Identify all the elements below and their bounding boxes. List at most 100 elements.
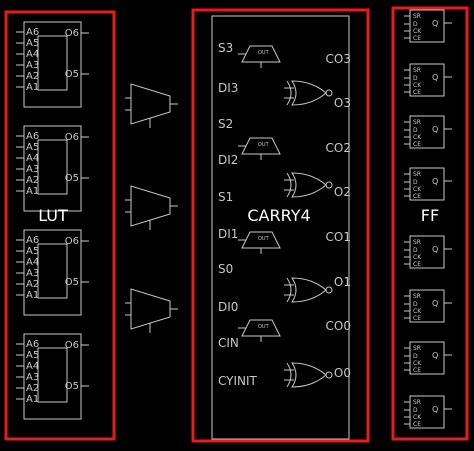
ff-outline (409, 341, 445, 375)
ff-pin-d: D (413, 21, 418, 28)
lut-out5-label: O5 (65, 277, 79, 288)
ff-pin-ck: CK (413, 308, 422, 315)
ff-q-label: Q (432, 177, 438, 186)
lut-input-label: A5 (26, 350, 39, 361)
lut-inner-box (37, 347, 68, 403)
lut-input-label: A3 (26, 60, 39, 71)
group-highlights (4, 6, 469, 443)
lut-input-label: A5 (26, 142, 39, 153)
ff-outline (409, 115, 445, 149)
ff-pin-ce: CE (413, 367, 421, 374)
carry-mux-out-label: OUT (258, 142, 270, 148)
lut-input-label: A3 (26, 372, 39, 383)
ff-pin-ck: CK (413, 28, 422, 35)
carry-xor-2 (284, 172, 333, 198)
lut-out6-label: O6 (65, 132, 79, 143)
mux-3 (125, 288, 178, 333)
carry-pin-s2: S2 (218, 117, 233, 131)
ff-pin-d: D (413, 407, 418, 414)
lut-input-label: A1 (26, 290, 39, 301)
carry-pin-o1: O1 (334, 275, 351, 289)
ff-q-label: Q (432, 351, 438, 360)
lut-column: A6A5A4A3A2A1O6O5A6A5A4A3A2A1O6O5A6A5A4A3… (16, 21, 89, 420)
ff-pin-ce: CE (413, 261, 421, 268)
ff-q-label: Q (432, 245, 438, 254)
ff-pin-d: D (413, 353, 418, 360)
lut-out5-label: O5 (65, 381, 79, 392)
carry-pin-s0: S0 (218, 262, 233, 276)
ff-pin-sr: SR (413, 171, 421, 178)
lut-input-label: A2 (26, 71, 39, 82)
mux-2 (125, 185, 178, 230)
carry-mux-3: OUT (238, 231, 281, 254)
lut-input-label: A6 (26, 339, 39, 350)
ff-outline (409, 167, 445, 201)
ff-pin-ce: CE (413, 315, 421, 322)
lut-inner-box (37, 35, 68, 91)
ff-pin-ce: CE (413, 89, 421, 96)
carry-pin-s1: S1 (218, 190, 233, 204)
carry-mux-4: OUT (238, 319, 281, 342)
carry-pin-cin: CIN (218, 336, 239, 350)
carry4-xor-gates (284, 80, 333, 388)
lut-highlight-box (4, 10, 116, 441)
ff-pin-ck: CK (413, 186, 422, 193)
ff-pin-ck: CK (413, 82, 422, 89)
lut-out6-label: O6 (65, 236, 79, 247)
ff-group-label: FF (421, 206, 439, 225)
ff-pin-sr: SR (413, 345, 421, 352)
ff-q-label: Q (432, 405, 438, 414)
ff-pin-sr: SR (413, 239, 421, 246)
ff-pin-d: D (413, 301, 418, 308)
ff-pin-ck: CK (413, 254, 422, 261)
lut-input-label: A2 (26, 175, 39, 186)
lut-input-label: A2 (26, 279, 39, 290)
ff-pin-sr: SR (413, 13, 421, 20)
carry-pin-co3: CO3 (326, 52, 351, 66)
ff-pin-sr: SR (413, 293, 421, 300)
lut-input-label: A4 (26, 153, 39, 164)
lut-input-label: A4 (26, 257, 39, 268)
carry4-outline (211, 15, 350, 440)
carry4-highlight-box (191, 8, 370, 443)
ff-outline (409, 395, 445, 429)
carry-pin-co2: CO2 (326, 141, 351, 155)
ff-pin-ck: CK (413, 134, 422, 141)
ff-outline (409, 235, 445, 269)
ff-column: SRDCKCEQSRDCKCEQSRDCKCEQSRDCKCEQSRDCKCEQ… (404, 9, 452, 429)
carry-xor-4 (284, 362, 333, 388)
lut-input-label: A4 (26, 361, 39, 372)
carry4-group-label: CARRY4 (247, 206, 310, 225)
ff-outline (409, 9, 445, 43)
mux-1 (125, 83, 178, 128)
lut-input-label: A5 (26, 38, 39, 49)
carry-pin-di1: DI1 (218, 227, 238, 241)
carry-pin-di2: DI2 (218, 153, 238, 167)
carry-pin-o0: O0 (334, 366, 351, 380)
carry-xor-3 (284, 277, 333, 303)
lut-input-label: A1 (26, 394, 39, 405)
carry-mux-out-label: OUT (258, 236, 270, 242)
ff-pin-ce: CE (413, 193, 421, 200)
carry-pin-cyinit: CYINIT (218, 374, 258, 388)
ff-pin-sr: SR (413, 399, 421, 406)
ff-highlight-box (391, 6, 469, 441)
ff-pin-ck: CK (413, 414, 422, 421)
ff-pin-sr: SR (413, 67, 421, 74)
carry-mux-out-label: OUT (258, 50, 270, 56)
lut-input-label: A3 (26, 164, 39, 175)
lut-input-label: A6 (26, 131, 39, 142)
carry-pin-s3: S3 (218, 41, 233, 55)
ff-outline (409, 63, 445, 97)
lut-out6-label: O6 (65, 340, 79, 351)
ff-pin-d: D (413, 247, 418, 254)
